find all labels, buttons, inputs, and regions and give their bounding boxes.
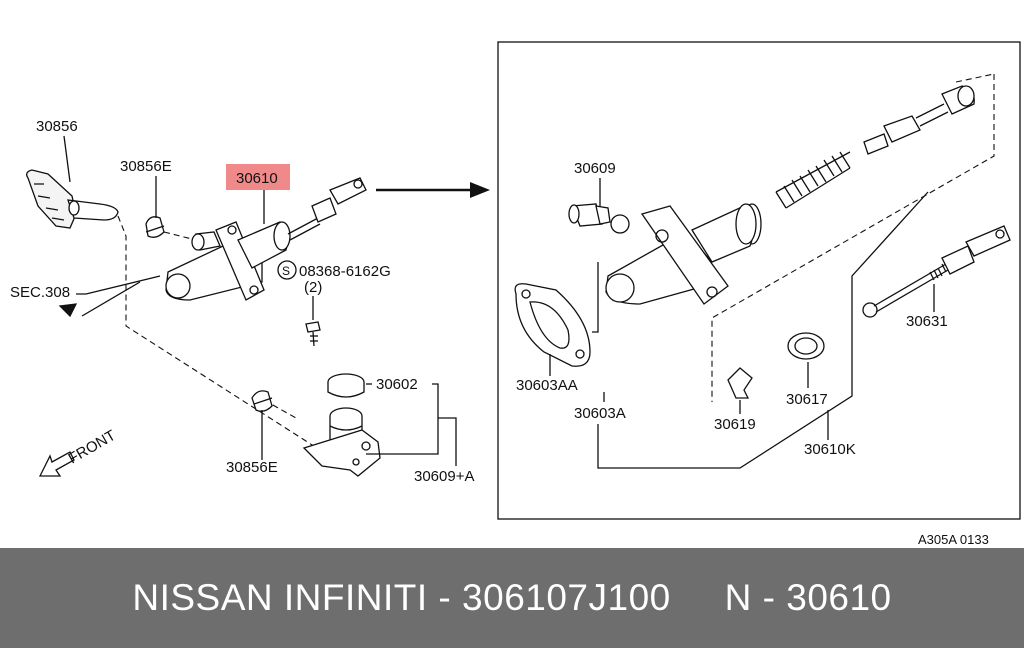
sec308-arrowhead (58, 303, 78, 318)
detail-frame (497, 41, 1021, 520)
footer-part-number: NISSAN INFINITI - 306107J100 N - 30610 (132, 577, 892, 618)
spring (775, 151, 851, 209)
seal-30617 (787, 332, 825, 360)
bolt-symbol-circle (277, 260, 297, 280)
ref-code: A305A 0133 (918, 532, 989, 547)
kit-30610k-outline (711, 74, 995, 402)
leader-sec308 (76, 275, 161, 295)
cylinder-body-detail (605, 203, 757, 305)
master-cylinder-30610 (165, 177, 367, 301)
label-sec308: SEC.308 (10, 284, 70, 301)
label-30619: 30619 (714, 416, 756, 433)
label-30856e-top: 30856E (120, 158, 172, 175)
label-30617: 30617 (786, 391, 828, 408)
gasket-30603aa (514, 283, 591, 367)
label-30609: 30609 (574, 160, 616, 177)
plug-30609 (568, 203, 630, 234)
label-front: FRONT (66, 427, 119, 468)
label-30603a: 30603A (574, 405, 626, 422)
front-arrow (38, 451, 75, 477)
detail-arrowhead (470, 182, 490, 198)
bracket-30602-30609a (366, 383, 439, 455)
kit-bracket (597, 191, 929, 469)
footer-bar: NISSAN INFINITI - 306107J100 N - 30610 (0, 548, 1024, 648)
leader-30603a (592, 262, 599, 333)
label-30631: 30631 (906, 313, 948, 330)
leader-sec308-arrow (81, 281, 141, 317)
leader-30609a (438, 417, 457, 466)
label-30603aa: 30603AA (516, 377, 578, 394)
parts-diagram: 30856 30856E 30610 S 08368-6162G (2) SEC… (10, 41, 1021, 547)
piston-rod (863, 85, 975, 155)
label-30610k: 30610K (804, 441, 856, 458)
label-30610: 30610 (236, 170, 278, 187)
hose-30856 (26, 169, 119, 229)
push-rod-30631 (862, 225, 1011, 318)
bolt-08368 (305, 321, 321, 347)
clip-30856e-bottom (251, 390, 273, 412)
clip-30856e-top (145, 216, 165, 238)
label-bolt-qty: (2) (304, 279, 322, 296)
label-bolt: 08368-6162G (299, 263, 391, 280)
label-30602: 30602 (376, 376, 418, 393)
reservoir-30609a (302, 407, 381, 477)
highlight-30610 (226, 164, 290, 190)
bolt-symbol: S (282, 264, 290, 278)
label-30856e-bottom: 30856E (226, 459, 278, 476)
hose-route (117, 215, 321, 451)
label-30856: 30856 (36, 118, 78, 135)
clip-30619 (727, 367, 753, 399)
leader-30856 (63, 135, 71, 183)
reservoir-cap-30602 (327, 373, 365, 398)
label-30609a: 30609+A (414, 468, 474, 485)
